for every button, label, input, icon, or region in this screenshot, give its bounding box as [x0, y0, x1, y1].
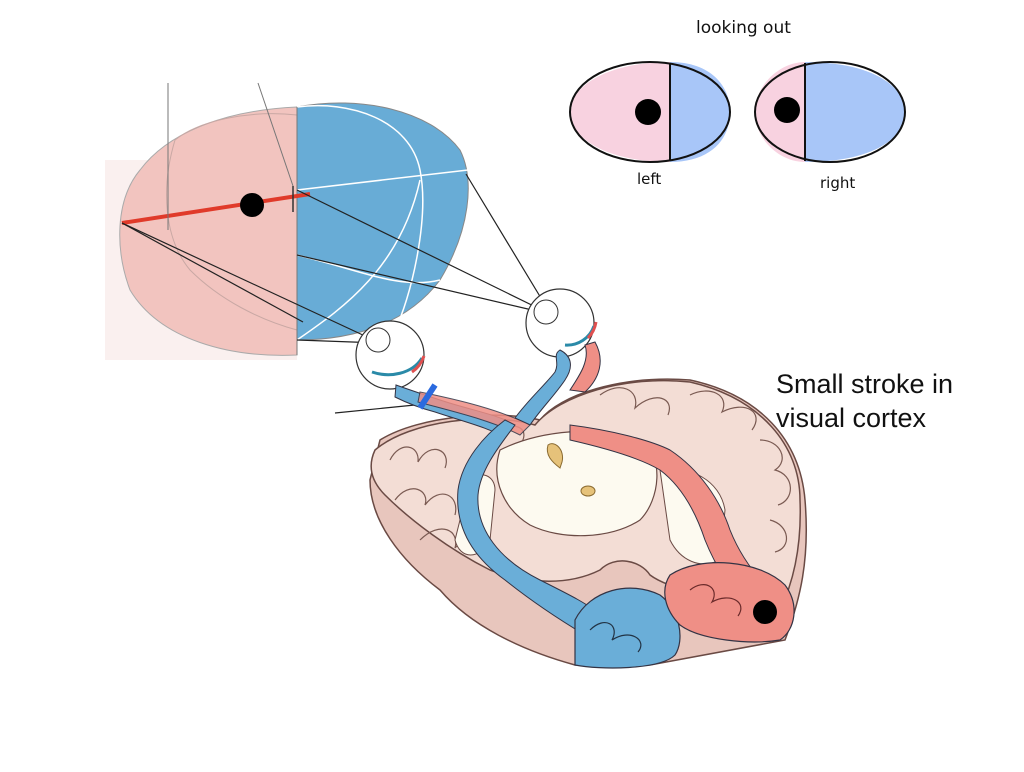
left-eye-field-diagram — [569, 61, 731, 163]
right-visual-field — [296, 102, 469, 341]
right-eye-scotoma-dot — [774, 97, 800, 123]
scotoma-dot-field — [240, 193, 264, 217]
right-eye-field-diagram — [754, 61, 906, 163]
looking-out-label: looking out — [696, 18, 791, 38]
left-eye-scotoma-dot — [635, 99, 661, 125]
projection-lines — [121, 173, 551, 414]
left-eyeball — [355, 320, 426, 390]
visual-field-sphere — [105, 82, 469, 360]
stroke-caption: Small stroke in visual cortex — [776, 369, 954, 433]
left-eye-label: left — [637, 170, 662, 188]
left-occipital-cortex — [574, 587, 681, 669]
brain-section — [369, 341, 808, 669]
stroke-lesion-dot — [753, 600, 777, 624]
optic-nerve-marker — [417, 383, 438, 410]
right-eye-label: right — [820, 174, 856, 192]
